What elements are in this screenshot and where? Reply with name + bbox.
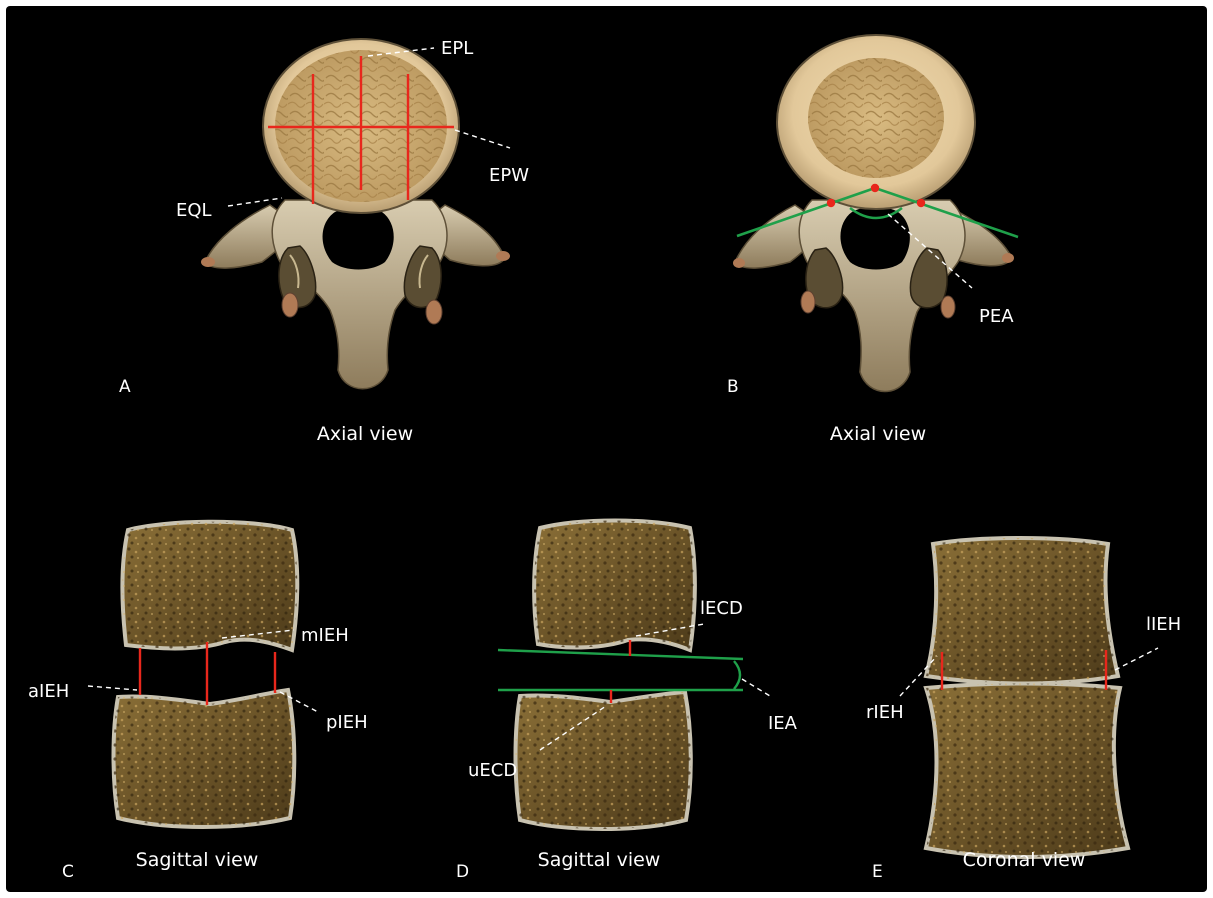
panel-letter-a: A	[119, 377, 131, 397]
label-eql: EQL	[176, 200, 212, 221]
panel-b-caption: Axial view	[830, 423, 926, 445]
panel-letter-c: C	[62, 862, 74, 882]
pea-point-right	[917, 199, 925, 207]
panel-letter-d: D	[456, 862, 469, 882]
panel-c-upper-vertebra	[123, 522, 298, 650]
pea-point-left	[827, 199, 835, 207]
panel-e-caption: Coronal view	[963, 849, 1086, 871]
label-lecd: lECD	[700, 598, 743, 619]
label-mieh: mIEH	[301, 625, 349, 646]
panel-d-caption: Sagittal view	[538, 849, 661, 871]
panel-letter-b: B	[727, 377, 739, 397]
label-iea: IEA	[768, 713, 798, 734]
label-lieh: lIEH	[1146, 614, 1181, 635]
label-epl: EPL	[441, 38, 473, 59]
label-epw: EPW	[489, 165, 529, 186]
label-uecd: uECD	[468, 760, 517, 781]
panel-c-caption: Sagittal view	[136, 849, 259, 871]
panel-d-lower-vertebra	[516, 692, 691, 829]
label-aieh: aIEH	[28, 681, 69, 702]
panel-d-upper-vertebra	[534, 521, 695, 651]
label-pieh: pIEH	[326, 712, 368, 733]
label-pea: PEA	[979, 306, 1014, 327]
panel-e-lower-vertebra	[926, 684, 1128, 858]
panel-e-upper-vertebra	[926, 538, 1118, 684]
panel-c-lower-vertebra	[114, 690, 295, 827]
pea-point-mid	[871, 184, 879, 192]
panel-letter-e: E	[872, 862, 883, 882]
label-rieh: rIEH	[866, 702, 904, 723]
panel-a-caption: Axial view	[317, 423, 413, 445]
